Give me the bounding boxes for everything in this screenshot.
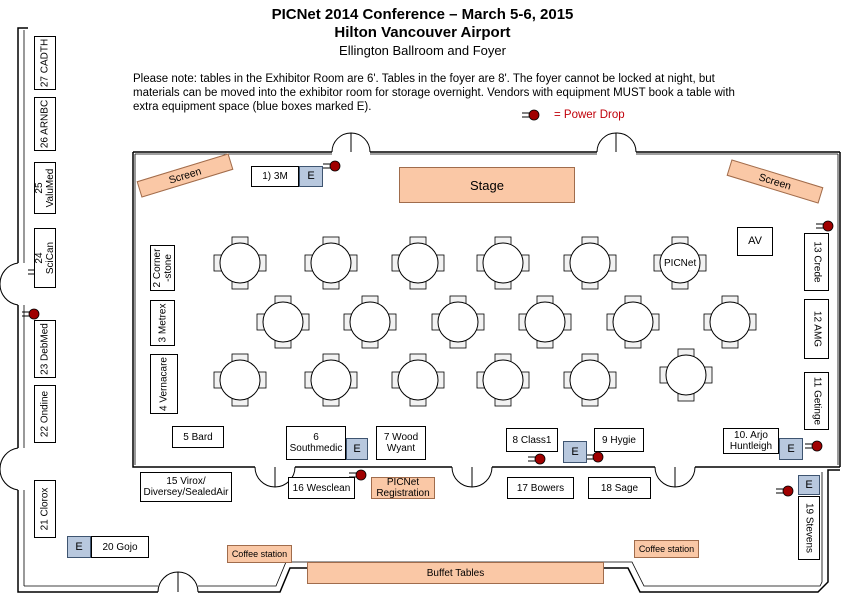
table-top bbox=[219, 242, 261, 284]
table-top bbox=[219, 359, 261, 401]
booth-9: 9 Hygie bbox=[594, 428, 644, 452]
round-table bbox=[304, 236, 358, 290]
booth-6: 6 Southmedic bbox=[286, 426, 346, 460]
booth-15: 15 Virox/ Diversey/SealedAir bbox=[140, 472, 232, 502]
round-table bbox=[653, 236, 707, 290]
power-drop-icon bbox=[323, 160, 341, 172]
coffee-station-left: Coffee station bbox=[227, 545, 292, 563]
equipment-box-1: E bbox=[299, 166, 323, 187]
booth-19: 19 Stevens bbox=[798, 496, 820, 560]
round-table bbox=[563, 236, 617, 290]
round-table bbox=[659, 348, 713, 402]
table-top bbox=[310, 359, 352, 401]
booth-4: 4 Vernacare bbox=[150, 354, 178, 414]
booth-1: 1) 3M bbox=[251, 166, 299, 187]
round-table bbox=[213, 236, 267, 290]
table-top bbox=[397, 242, 439, 284]
booth-7: 7 Wood Wyant bbox=[376, 426, 426, 460]
table-top bbox=[612, 301, 654, 343]
table-top bbox=[709, 301, 751, 343]
booth-8: 8 Class1 bbox=[506, 428, 558, 452]
coffee-station-right: Coffee station bbox=[634, 540, 699, 558]
table-top bbox=[310, 242, 352, 284]
power-drop-icon bbox=[816, 220, 834, 232]
equipment-box-10: E bbox=[779, 438, 803, 460]
booth-3: 3 Metrex bbox=[150, 300, 175, 346]
table-top bbox=[349, 301, 391, 343]
table-top bbox=[524, 301, 566, 343]
booth-16: 16 Wesclean bbox=[288, 477, 355, 499]
booth-17: 17 Bowers bbox=[507, 477, 574, 499]
page-title: PICNet 2014 Conference – March 5-6, 2015 bbox=[271, 6, 574, 23]
booth-24: 24 SciCan bbox=[34, 228, 56, 288]
equipment-box-6: E bbox=[346, 438, 368, 460]
round-table bbox=[431, 295, 485, 349]
round-table bbox=[703, 295, 757, 349]
venue-title: Hilton Vancouver Airport bbox=[334, 24, 511, 41]
table-top bbox=[262, 301, 304, 343]
power-drop-icon bbox=[528, 453, 546, 465]
power-drop-legend-icon bbox=[522, 109, 540, 121]
round-table bbox=[518, 295, 572, 349]
round-table bbox=[343, 295, 397, 349]
instructions-note: Please note: tables in the Exhibitor Roo… bbox=[133, 73, 735, 113]
round-table bbox=[563, 353, 617, 407]
booth-25: 25 ValuMed bbox=[34, 162, 56, 214]
booth-26: 26 ARNBC bbox=[34, 97, 56, 151]
buffet-tables: Buffet Tables bbox=[307, 562, 604, 584]
top-doors bbox=[331, 132, 637, 153]
av-booth: AV bbox=[737, 227, 773, 256]
power-drop-icon bbox=[22, 308, 40, 320]
table-top bbox=[569, 242, 611, 284]
booth-23: 23 DebMed bbox=[34, 320, 56, 378]
booth-2: 2 Corner -stone bbox=[150, 245, 175, 291]
booth-10: 10. Arjo Huntleigh bbox=[723, 428, 779, 454]
table-top bbox=[437, 301, 479, 343]
picnet-table-label: PICNet bbox=[664, 258, 697, 269]
booth-27: 27 CADTH bbox=[34, 36, 56, 90]
power-drop-legend: = Power Drop bbox=[532, 109, 625, 121]
power-drop-legend-label: = Power Drop bbox=[554, 109, 625, 121]
exhibitor-room-walls bbox=[132, 151, 841, 468]
room-subtitle: Ellington Ballroom and Foyer bbox=[339, 43, 506, 58]
table-top bbox=[665, 354, 707, 396]
booth-18: 18 Sage bbox=[588, 477, 651, 499]
table-top bbox=[397, 359, 439, 401]
equipment-box-20: E bbox=[67, 536, 91, 558]
booth-5: 5 Bard bbox=[172, 426, 224, 448]
round-table bbox=[213, 353, 267, 407]
booth-20: 20 Gojo bbox=[91, 536, 149, 558]
round-tables bbox=[213, 236, 757, 407]
round-table bbox=[606, 295, 660, 349]
foyer-walls bbox=[17, 27, 840, 593]
booth-11: 11 Getinge bbox=[804, 372, 829, 430]
power-drop-icon bbox=[776, 485, 794, 497]
round-table bbox=[391, 353, 445, 407]
booth-21: 21 Clorox bbox=[34, 480, 56, 538]
round-table bbox=[304, 353, 358, 407]
equipment-box-8: E bbox=[563, 441, 587, 463]
table-top bbox=[482, 359, 524, 401]
table-top bbox=[659, 242, 701, 284]
booth-22: 22 Ondine bbox=[34, 385, 56, 443]
foyer-doors bbox=[0, 262, 199, 593]
picnet-registration: PICNet Registration bbox=[371, 477, 435, 499]
round-table bbox=[476, 353, 530, 407]
table-top bbox=[482, 242, 524, 284]
stage: Stage bbox=[399, 167, 575, 203]
booth-13: 13 Crede bbox=[804, 233, 829, 291]
equipment-box-19: E bbox=[798, 475, 820, 495]
table-top bbox=[569, 359, 611, 401]
booth-12: 12 AMG bbox=[804, 299, 829, 359]
power-drop-icon bbox=[586, 451, 604, 463]
round-table bbox=[476, 236, 530, 290]
power-drop-icon bbox=[805, 440, 823, 452]
round-table bbox=[391, 236, 445, 290]
round-table bbox=[256, 295, 310, 349]
